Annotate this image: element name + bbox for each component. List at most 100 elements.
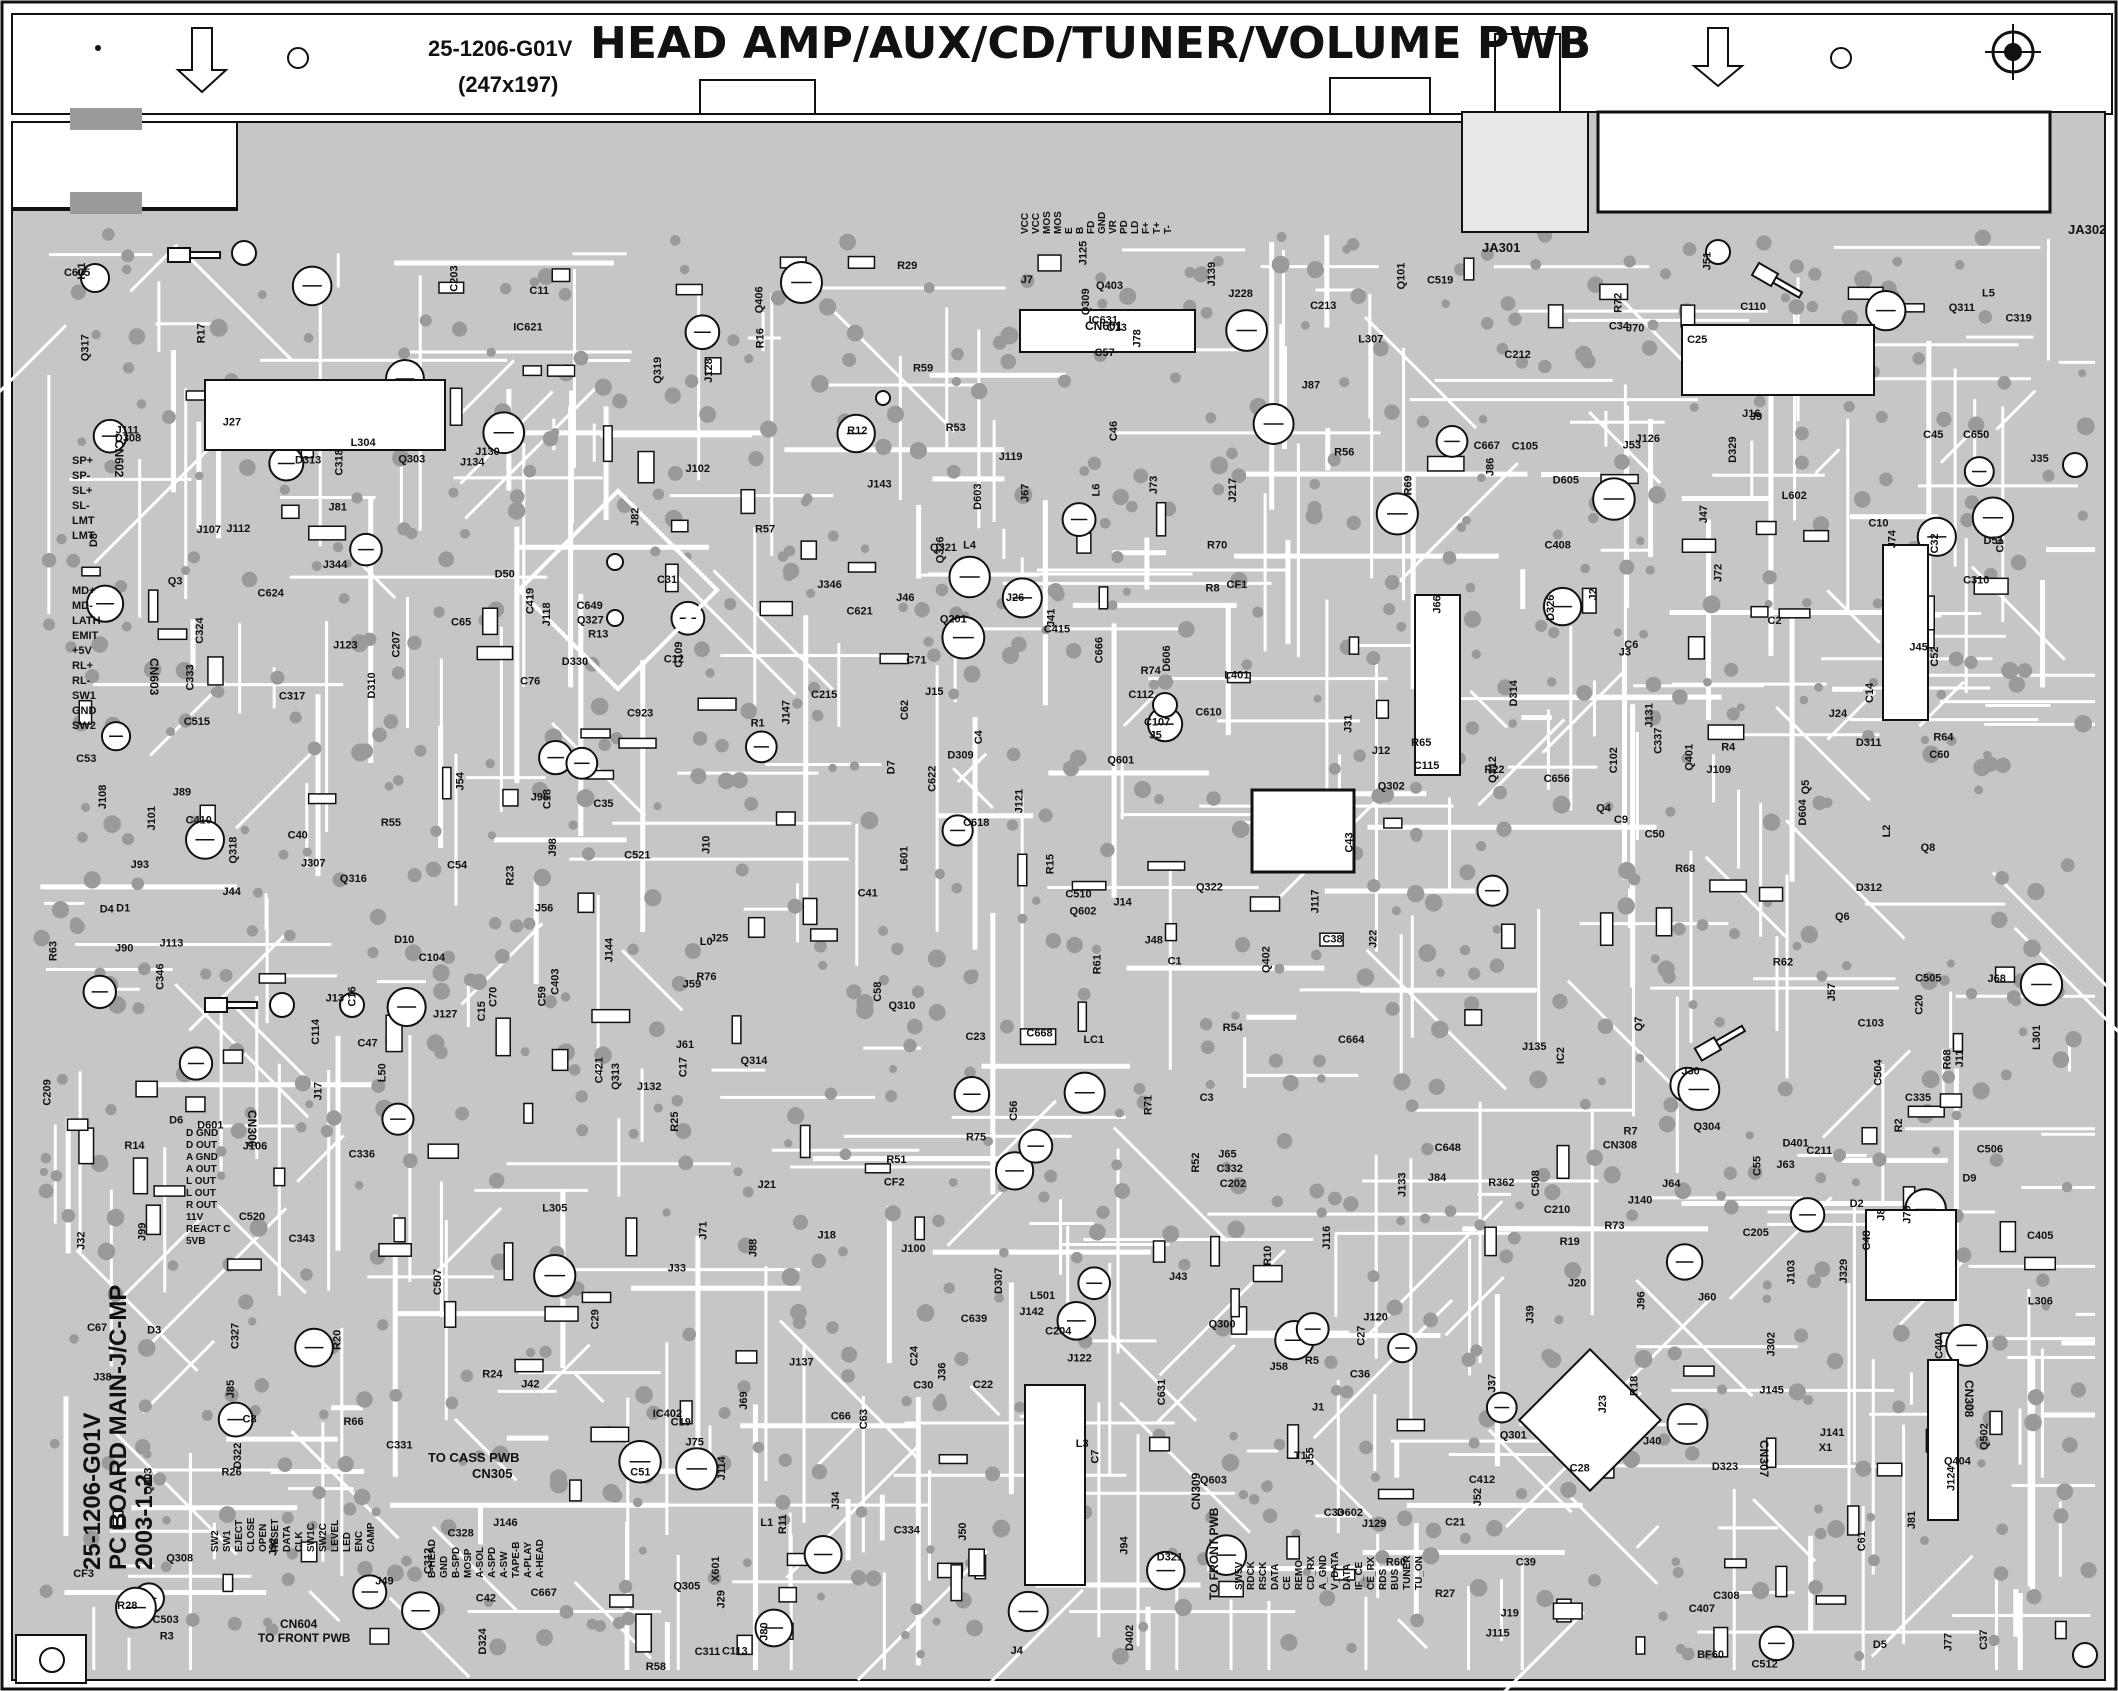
component-ref-label: Q326 <box>934 536 946 563</box>
component-ref-label: C415 <box>1044 624 1070 636</box>
pin-label: PD <box>1119 220 1130 234</box>
component-ref-label: J98 <box>547 838 559 856</box>
pin-label: +5V <box>72 645 93 657</box>
cn602-label: CN602 <box>112 440 126 478</box>
component-ref-label: Q305 <box>673 1580 700 1592</box>
pin-label: RESET <box>270 1519 281 1552</box>
component-ref-label: J113 <box>160 938 184 950</box>
pin-label: A-SOL <box>475 1547 486 1578</box>
component-ref-label: Q312 <box>1487 756 1499 783</box>
dot-marker <box>95 45 101 51</box>
component-ref-label: D308 <box>115 433 141 445</box>
component-ref-label: C317 <box>279 691 305 703</box>
component-ref-label: J56 <box>535 903 553 915</box>
component-ref-label: J8 <box>1875 1209 1887 1221</box>
component-ref-label: Q404 <box>1944 1455 1972 1467</box>
registration-target-icon <box>1985 24 2041 80</box>
component-ref-label: C624 <box>258 588 285 600</box>
pin-label: BUS <box>1390 1569 1401 1590</box>
arrow-down-icon <box>1691 27 1745 88</box>
component-ref-label: R62 <box>1773 957 1793 969</box>
component-ref-label: J141 <box>1820 1427 1844 1439</box>
component-ref-label: C38 <box>1322 934 1342 946</box>
component-ref-label: J12 <box>1372 745 1390 757</box>
component-ref-label: J86 <box>1484 458 1496 476</box>
component-ref-label: C76 <box>520 675 540 687</box>
component-ref-label: J145 <box>1759 1385 1783 1397</box>
pin-label: EJECT <box>234 1520 245 1552</box>
pin-label: GND <box>72 705 97 717</box>
component-ref-label: C667 <box>531 1587 557 1599</box>
component-ref-label: J46 <box>896 592 914 604</box>
component-ref-label: D329 <box>1727 437 1739 463</box>
component-ref-label: J117 <box>1310 890 1322 914</box>
pin-label: D OUT <box>186 1140 217 1151</box>
component-ref-label: C51 <box>630 1467 650 1479</box>
component-ref-label: Q321 <box>930 542 957 554</box>
pin-label: SW2 <box>210 1530 221 1552</box>
component-ref-label: R25 <box>669 1112 681 1132</box>
component-ref-label: J52 <box>1472 1488 1484 1506</box>
component-ref-label: C205 <box>1743 1227 1769 1239</box>
component-ref-label: C2 <box>1768 615 1782 627</box>
component-ref-label: J51 <box>1701 252 1713 270</box>
component-ref-label: J7 <box>1021 274 1033 286</box>
component-ref-label: C331 <box>386 1439 412 1451</box>
component-ref-label: D3 <box>147 1324 161 1336</box>
header-part-number: 25-1206-G01V <box>428 36 573 61</box>
component-ref-label: Q314 <box>741 1055 769 1067</box>
component-ref-label: R63 <box>48 941 60 961</box>
component-ref-label: J9 <box>1750 411 1762 423</box>
component-ref-label: C47 <box>357 1038 377 1050</box>
component-ref-label: J70 <box>1626 322 1644 334</box>
component-ref-label: J121 <box>1013 789 1025 813</box>
component-ref-label: J72 <box>1712 564 1724 582</box>
component-ref-label: J126 <box>1635 433 1659 445</box>
component-ref-label: J81 <box>328 501 346 513</box>
component-ref-label: D310 <box>366 672 378 698</box>
component-ref-label: C61 <box>1856 1531 1868 1551</box>
pin-label: ENC <box>354 1531 365 1552</box>
component-ref-label: R53 <box>946 422 966 434</box>
component-ref-label: L50 <box>377 1063 389 1082</box>
pin-label: L OUT <box>186 1176 216 1187</box>
component-ref-label: C56 <box>1008 1101 1020 1121</box>
component-ref-label: J58 <box>1270 1361 1288 1373</box>
component-ref-label: J36 <box>936 1362 948 1380</box>
component-ref-label: J25 <box>710 933 728 945</box>
component-ref-label: C318 <box>333 449 345 475</box>
component-ref-label: J131 <box>1643 703 1655 727</box>
component-ref-label: J14 <box>1113 896 1132 908</box>
component-ref-label: C1 <box>1168 955 1182 967</box>
component-ref-label: C20 <box>1913 995 1925 1015</box>
component-ref-label: J142 <box>1019 1306 1043 1318</box>
component-ref-label: C31 <box>657 574 677 586</box>
component-ref-label: J85 <box>225 1380 237 1398</box>
component-ref-label: C212 <box>1504 349 1530 361</box>
component-ref-label: Q5 <box>1800 780 1812 795</box>
pin-label: CLOSE <box>246 1517 257 1552</box>
component-ref-label: CF3 <box>73 1568 94 1580</box>
component-ref-label: Q308 <box>166 1553 193 1565</box>
component-ref-label: J130 <box>475 446 499 458</box>
component-ref-label: R16 <box>755 328 767 348</box>
component-ref-label: R65 <box>1411 737 1431 749</box>
component-ref-label: J22 <box>1368 930 1380 948</box>
component-ref-label: D51 <box>1984 535 2004 547</box>
component-ref-label: J125 <box>1078 241 1090 265</box>
component-ref-label: R29 <box>897 260 917 272</box>
l301-coil <box>1865 1209 1957 1301</box>
component-ref-label: C52 <box>1929 646 1941 666</box>
component-ref-label: C11 <box>529 285 549 297</box>
component-ref-label: D606 <box>1161 645 1173 671</box>
pin-label: B-HEAD <box>427 1539 438 1578</box>
tab-pads <box>70 108 142 214</box>
component-ref-label: R17 <box>196 323 208 343</box>
component-ref-label: J103 <box>1786 1260 1798 1284</box>
component-ref-label: Q310 <box>888 1000 915 1012</box>
component-ref-label: C421 <box>594 1057 606 1083</box>
component-ref-label: J81 <box>1906 1511 1918 1529</box>
